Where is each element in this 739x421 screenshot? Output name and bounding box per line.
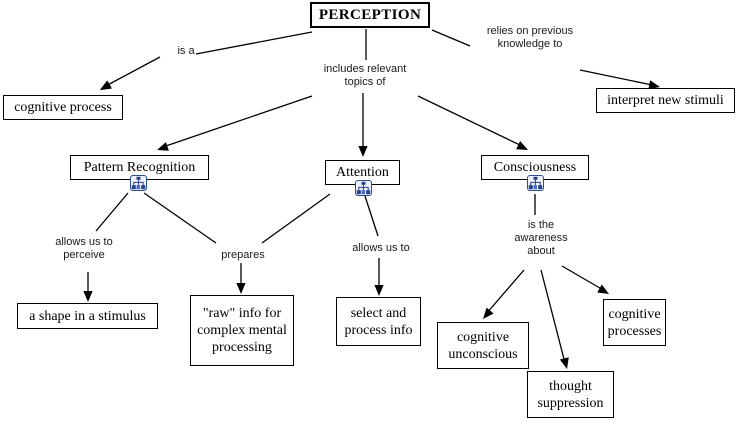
edge-relies-to-interpret — [579, 69, 658, 87]
concept-node-shape[interactable]: a shape in a stimulus — [17, 303, 158, 329]
edge-awareness-to-thought-suppression — [540, 269, 566, 364]
edge-pattern-to-prepares — [143, 192, 217, 244]
edge-cognitive-process-edge-tail — [101, 56, 161, 89]
arrowhead-cognitive-process-edge-tail — [100, 80, 112, 90]
arrowhead-allows-select-to-select — [374, 285, 384, 296]
arrowhead-perception-to-cognitive-process — [100, 80, 112, 90]
arrowhead-prepares-to-raw-info — [236, 283, 246, 294]
arrowhead-awareness-to-cognitive-processes — [597, 284, 609, 294]
link-label-allows_select[interactable]: allows us to — [352, 242, 410, 254]
concept-node-perception[interactable]: PERCEPTION — [310, 2, 430, 28]
arrowhead-awareness-to-thought-suppression — [559, 357, 569, 369]
arrowhead-includes-to-consciousness — [516, 141, 528, 150]
edge-awareness-to-cognitive-processes — [561, 265, 606, 292]
edge-perception-to-cognitive-process — [195, 31, 313, 55]
edge-pattern-to-allows-perceive — [95, 192, 129, 232]
edge-includes-to-pattern — [159, 95, 313, 149]
link-label-awareness[interactable]: is the awareness about — [514, 219, 568, 257]
arrowhead-includes-to-attention — [358, 146, 368, 157]
link-label-allows_perceive[interactable]: allows us to perceive — [55, 236, 113, 261]
link-label-includes[interactable]: includes relevant topics of — [323, 63, 407, 88]
concept-node-interpret[interactable]: interpret new stimuli — [596, 88, 735, 113]
concept-node-cog_unconsc[interactable]: cognitive unconscious — [437, 322, 529, 369]
concept-map-resource-icon[interactable] — [130, 175, 147, 191]
arrowhead-allows-perceive-to-shape — [83, 291, 93, 302]
edge-attention-to-prepares — [261, 193, 331, 244]
edge-perception-to-relies — [431, 29, 471, 47]
link-label-is_a[interactable]: is a — [177, 45, 195, 57]
edge-includes-to-consciousness — [417, 95, 525, 148]
concept-node-cognitive_process[interactable]: cognitive process — [3, 95, 123, 120]
concept-map-resource-icon[interactable] — [527, 175, 544, 191]
concept-node-select[interactable]: select and process info — [336, 297, 421, 346]
link-label-relies_on[interactable]: relies on previous knowledge to — [486, 25, 574, 50]
arrowhead-awareness-to-cog-unconscious — [483, 307, 494, 319]
link-label-prepares[interactable]: prepares — [221, 249, 265, 261]
concept-node-raw_info[interactable]: "raw" info for complex mental processing — [190, 295, 294, 366]
edge-attention-to-allows-select — [363, 192, 379, 237]
edge-awareness-to-cog-unconscious — [485, 269, 525, 315]
concept-node-thought_supp[interactable]: thought suppression — [527, 371, 614, 418]
arrowhead-includes-to-pattern — [157, 142, 169, 151]
concept-map-resource-icon[interactable] — [355, 180, 372, 196]
concept-node-cog_proc[interactable]: cognitive processes — [603, 299, 666, 346]
